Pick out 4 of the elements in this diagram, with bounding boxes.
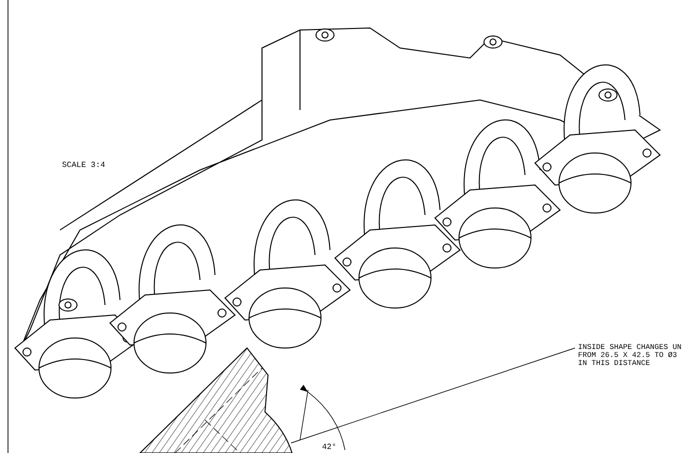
angle-label: 42° — [322, 444, 336, 452]
scale-label: SCALE 3:4 — [62, 162, 106, 170]
leader-line — [290, 348, 576, 444]
section-view-drawing — [140, 348, 292, 453]
